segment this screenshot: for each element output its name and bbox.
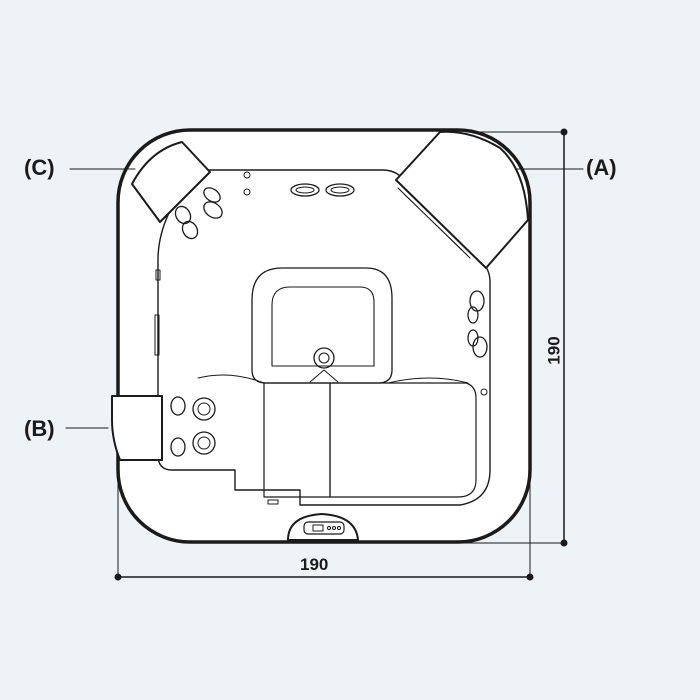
dimension-height: 190 [544, 336, 564, 365]
left-fitting-1 [155, 269, 161, 281]
pillow-c [131, 141, 211, 223]
dimension-width: 190 [300, 555, 329, 574]
drain-outer [313, 347, 335, 369]
pillow-a-edge [397, 187, 471, 259]
control-button-3 [337, 526, 341, 530]
top-jet-1 [290, 183, 320, 197]
left-jet-4-inner [197, 436, 211, 450]
bottom-fitting [267, 499, 279, 505]
right-jet-4 [467, 329, 479, 347]
corner-jet-c-2 [203, 201, 223, 219]
footwell-inner [271, 286, 375, 367]
right-jet-2 [467, 306, 479, 324]
control-screen [312, 524, 324, 532]
label-a: (A) [586, 155, 617, 180]
left-jet-2 [192, 397, 216, 421]
corner-jet-c-3 [174, 205, 192, 225]
label-c: (C) [24, 155, 55, 180]
right-fitting [480, 388, 488, 396]
left-fitting-2 [154, 314, 160, 356]
pillow-a [395, 130, 529, 269]
pillow-b [111, 395, 163, 461]
control-button-2 [332, 526, 336, 530]
left-jet-3 [170, 437, 186, 457]
control-display [303, 521, 345, 535]
drain-inner [318, 352, 330, 364]
control-button-1 [327, 526, 331, 530]
top-jet-2-inner [330, 186, 350, 194]
lounge-seat [329, 382, 477, 498]
corner-jet-c-4 [181, 220, 199, 240]
top-jet-2 [325, 183, 355, 197]
label-b: (B) [24, 416, 55, 441]
small-fitting-1 [243, 171, 251, 179]
left-jet-2-inner [197, 402, 211, 416]
right-jet-3 [472, 336, 488, 358]
footwell-outer [251, 267, 393, 384]
top-jet-1-inner [295, 186, 315, 194]
spa-outer-shell [116, 128, 532, 544]
corner-jet-c-1 [203, 187, 221, 203]
left-jet-4 [192, 431, 216, 455]
small-fitting-2 [243, 188, 251, 196]
footwell-triangle [309, 369, 339, 383]
left-jet-1 [170, 396, 186, 416]
